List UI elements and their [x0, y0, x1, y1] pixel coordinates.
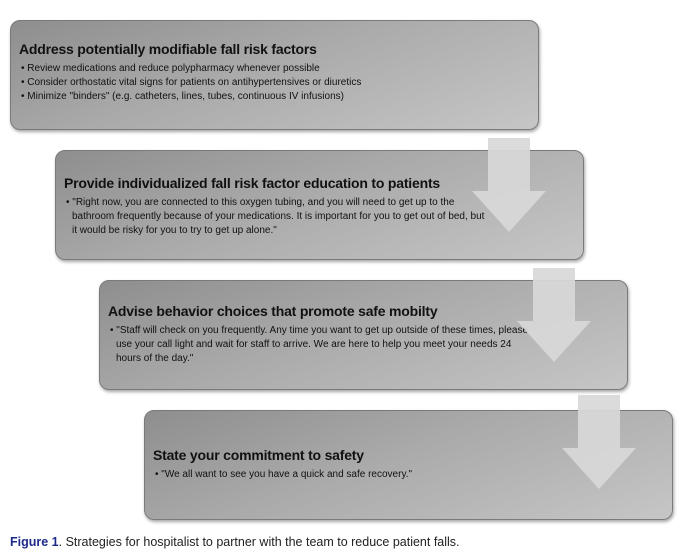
caption-text: . Strategies for hospitalist to partner …	[58, 535, 460, 549]
down-arrow-icon	[517, 268, 591, 362]
down-arrow-icon	[472, 138, 546, 232]
figure-label: Figure 1	[10, 535, 59, 549]
step-box-1: Address potentially modifiable fall risk…	[10, 20, 539, 130]
bullet: Minimize "binders" (e.g. catheters, line…	[19, 90, 447, 104]
bullet: Consider orthostatic vital signs for pat…	[19, 76, 447, 90]
step-title: Advise behavior choices that promote saf…	[108, 303, 438, 319]
bullet: "We all want to see you have a quick and…	[153, 468, 581, 482]
down-arrow-icon	[562, 395, 636, 489]
bullet: "Right now, you are connected to this ox…	[64, 196, 492, 238]
figure-caption: Figure 1. Strategies for hospitalist to …	[10, 535, 460, 549]
step-box-3: Advise behavior choices that promote saf…	[99, 280, 628, 390]
step-title: Address potentially modifiable fall risk…	[19, 41, 317, 57]
bullet: Review medications and reduce polypharma…	[19, 62, 447, 76]
bullet: "Staff will check on you frequently. Any…	[108, 324, 536, 366]
step-title: State your commitment to safety	[153, 447, 364, 463]
step-title: Provide individualized fall risk factor …	[64, 175, 440, 191]
